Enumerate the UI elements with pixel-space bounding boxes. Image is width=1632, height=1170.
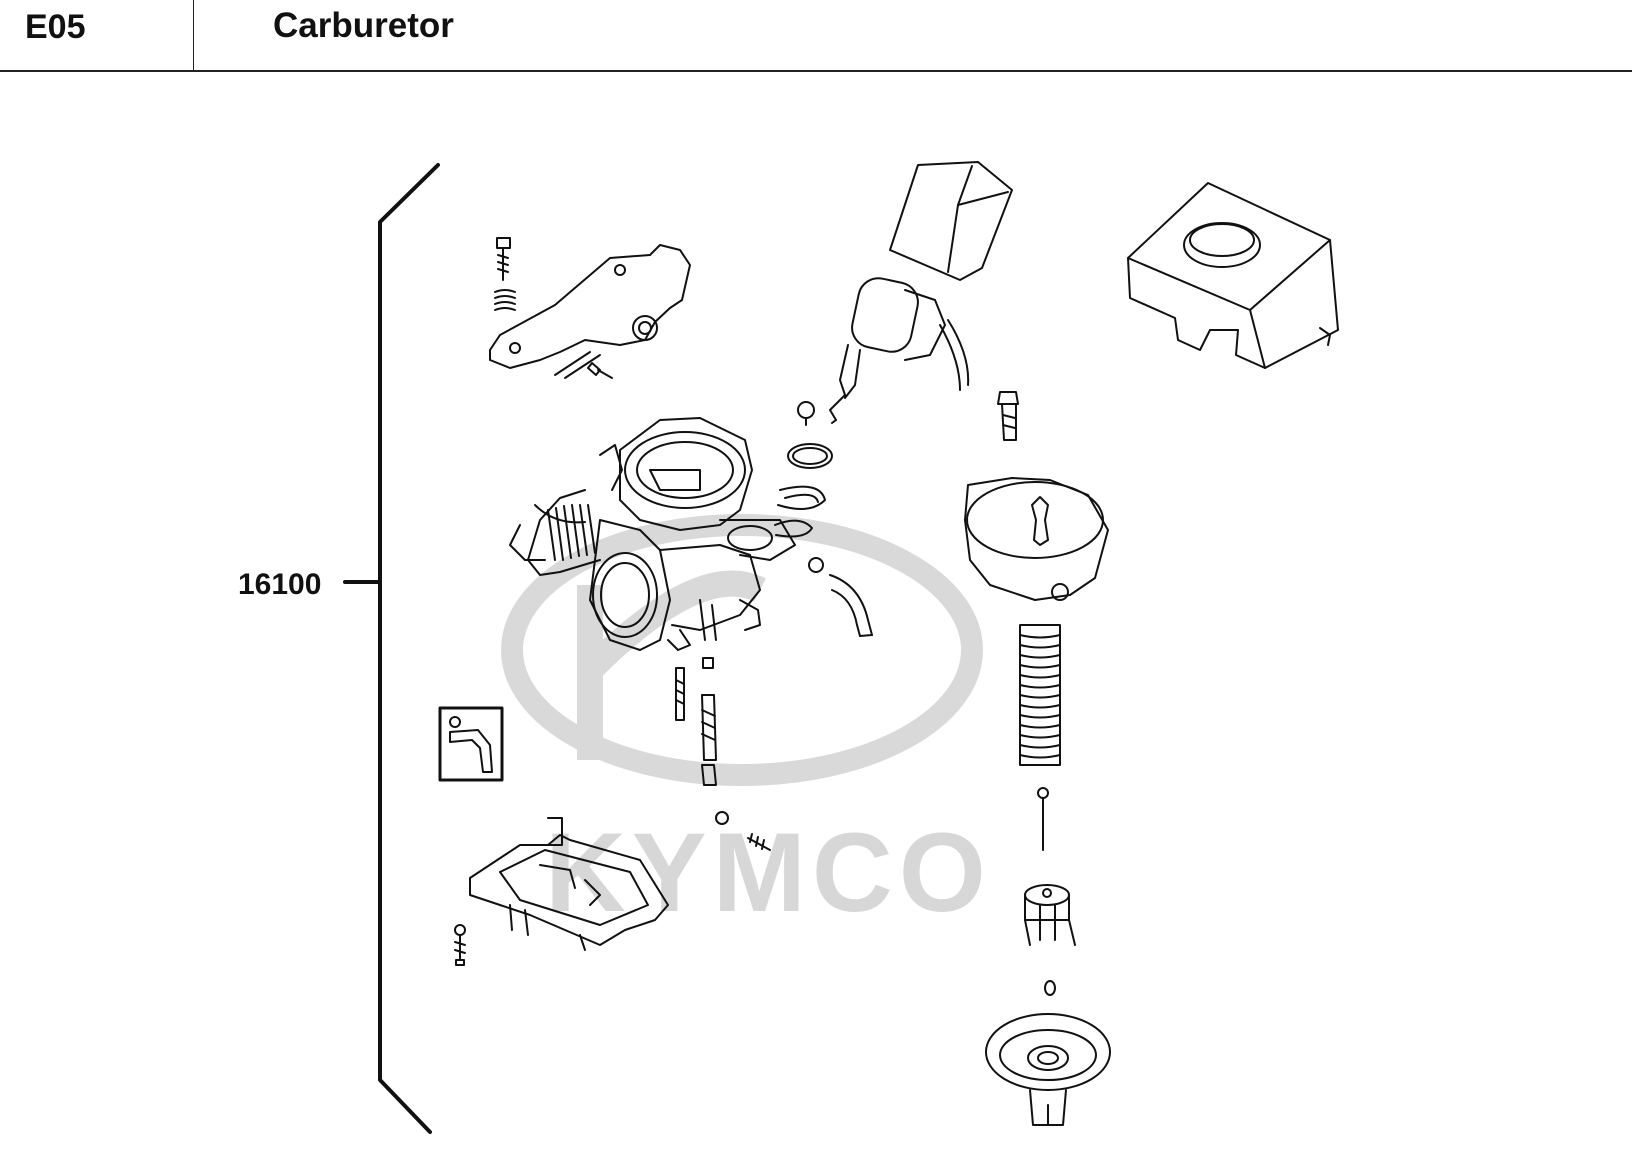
- needle-retainer: [1024, 884, 1076, 946]
- vacuum-chamber-cover: [964, 391, 1109, 601]
- section-code: E05: [25, 8, 86, 46]
- assembly-bracket: [343, 163, 440, 1134]
- o-ring: [787, 443, 833, 469]
- throttle-bracket: [489, 237, 691, 379]
- section-title: Carburetor: [273, 6, 454, 45]
- jet-needle: [1037, 787, 1049, 851]
- top-cover: [1127, 182, 1339, 369]
- float-bowl: [454, 817, 669, 966]
- header-divider: [193, 0, 194, 72]
- page-header: E05 Carburetor: [0, 0, 1632, 72]
- clip: [777, 485, 826, 510]
- piston-diaphragm: [985, 1013, 1111, 1126]
- piston-spring: [1019, 624, 1061, 766]
- small-o-ring: [1044, 980, 1056, 996]
- hose-kit-box: [438, 706, 504, 782]
- carburetor-body: [509, 417, 796, 651]
- fuel-hose: [829, 574, 873, 637]
- jets: [675, 657, 771, 851]
- assembly-part-number: 16100: [238, 568, 322, 601]
- auto-choke: [797, 161, 1013, 426]
- watermark-text: KYMCO: [545, 810, 992, 935]
